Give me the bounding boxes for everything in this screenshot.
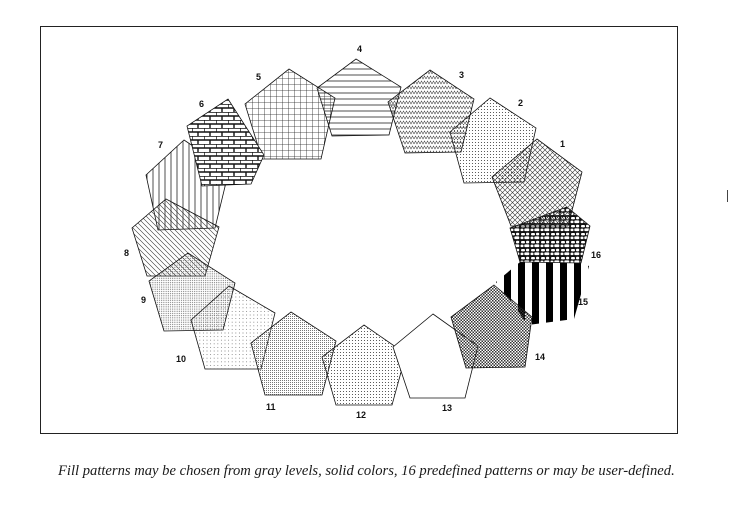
pentagon-14-checker: [450, 284, 533, 369]
pentagon-11-gray: [250, 311, 337, 396]
pattern-labels: 1 2 3 4 5 6 7 8 9 10 11 12 13 14 15 16: [124, 44, 601, 420]
label-14: 14: [535, 352, 545, 362]
label-15: 15: [578, 297, 588, 307]
pentagon-5-grid: [244, 68, 336, 160]
pentagon-6-brick: [186, 98, 265, 187]
label-12: 12: [356, 410, 366, 420]
label-4: 4: [357, 44, 362, 54]
label-7: 7: [158, 140, 163, 150]
margin-mark: [727, 190, 728, 202]
pentagon-1-crosshatch: [491, 138, 583, 227]
label-8: 8: [124, 248, 129, 258]
pentagon-group: [131, 58, 591, 406]
label-10: 10: [176, 354, 186, 364]
label-13: 13: [442, 403, 452, 413]
label-1: 1: [560, 139, 565, 149]
label-2: 2: [518, 98, 523, 108]
label-11: 11: [266, 402, 276, 412]
pentagon-12-gray: [321, 324, 407, 406]
pentagon-3-zigzag: [387, 69, 475, 154]
pentagon-4-horizontal-lines: [316, 58, 402, 137]
label-16: 16: [591, 250, 601, 260]
figure-caption: Fill patterns may be chosen from gray le…: [58, 463, 675, 479]
label-3: 3: [459, 70, 464, 80]
label-5: 5: [256, 72, 261, 82]
label-6: 6: [199, 99, 204, 109]
label-9: 9: [141, 295, 146, 305]
